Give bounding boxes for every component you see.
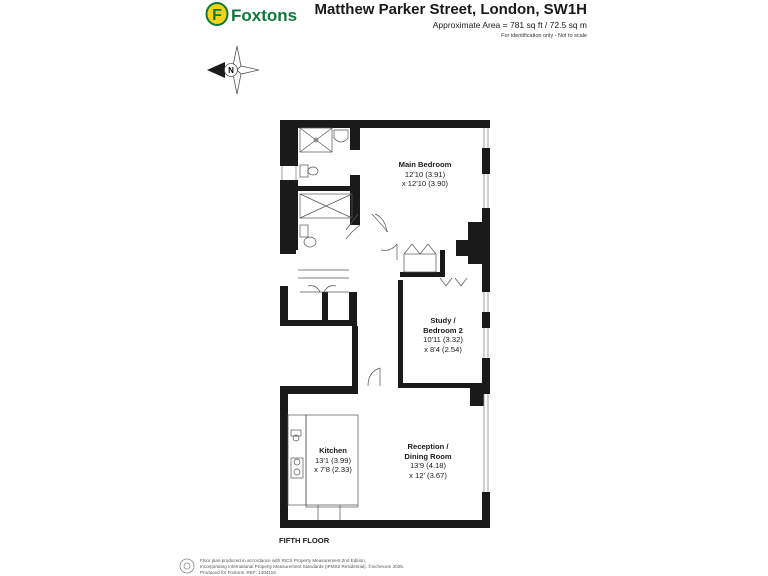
footer-line: Produced for Foxtons. REF: 1304116 xyxy=(200,569,276,575)
walls xyxy=(280,120,490,528)
compass-north-letter: N xyxy=(228,66,234,75)
logo-letter: F xyxy=(212,7,222,24)
identification-note: For identification only - Not to scale xyxy=(501,33,587,39)
approximate-area: Approximate Area = 781 sq ft / 72.5 sq m xyxy=(432,20,587,30)
room-dimension: x 12'10 (3.90) xyxy=(401,179,449,188)
room-dimension: 10'11 (3.32) xyxy=(423,335,463,344)
floor-label: FIFTH FLOOR xyxy=(279,536,330,545)
foxtons-logo: F Foxtons xyxy=(205,2,297,26)
room-main-bedroom: Main Bedroom 12'10 (3.91) x 12'10 (3.90) xyxy=(370,160,480,189)
room-name: Main Bedroom xyxy=(398,160,452,169)
footer-credits: Floor plan produced in accordance with R… xyxy=(200,558,404,575)
footer-line: Floor plan produced in accordance with R… xyxy=(200,558,366,563)
room-dimension: 13'9 (4.18) xyxy=(409,461,447,470)
nichecom-logo-icon xyxy=(179,558,195,574)
room-study: Study / Bedroom 2 10'11 (3.32) x 8'4 (2.… xyxy=(404,316,482,354)
room-kitchen: Kitchen 13'1 (3.99) x 7'8 (2.33) xyxy=(303,446,363,475)
room-dimension: 12'10 (3.91) xyxy=(404,169,446,179)
footer-line: Incorporating International Property Mea… xyxy=(200,563,405,569)
property-title: Matthew Parker Street, London, SW1H xyxy=(314,1,587,18)
room-name: Kitchen xyxy=(319,446,347,455)
room-dimension: x 7'8 (2.33) xyxy=(314,465,352,474)
room-name: Bedroom 2 xyxy=(423,325,463,335)
room-name: Dining Room xyxy=(404,451,452,461)
room-dimension: 13'1 (3.99) xyxy=(314,455,352,465)
room-name: Reception / xyxy=(407,442,449,451)
compass-rose-icon: N xyxy=(207,45,259,95)
room-name: Study / xyxy=(430,316,456,325)
fixtures xyxy=(287,127,468,520)
room-reception: Reception / Dining Room 13'9 (4.18) x 12… xyxy=(384,442,472,480)
room-dimension: x 8'4 (2.54) xyxy=(424,344,462,354)
room-dimension: x 12' (3.67) xyxy=(409,470,447,480)
windows xyxy=(281,128,489,492)
logo-wordmark: Foxtons xyxy=(231,6,297,25)
